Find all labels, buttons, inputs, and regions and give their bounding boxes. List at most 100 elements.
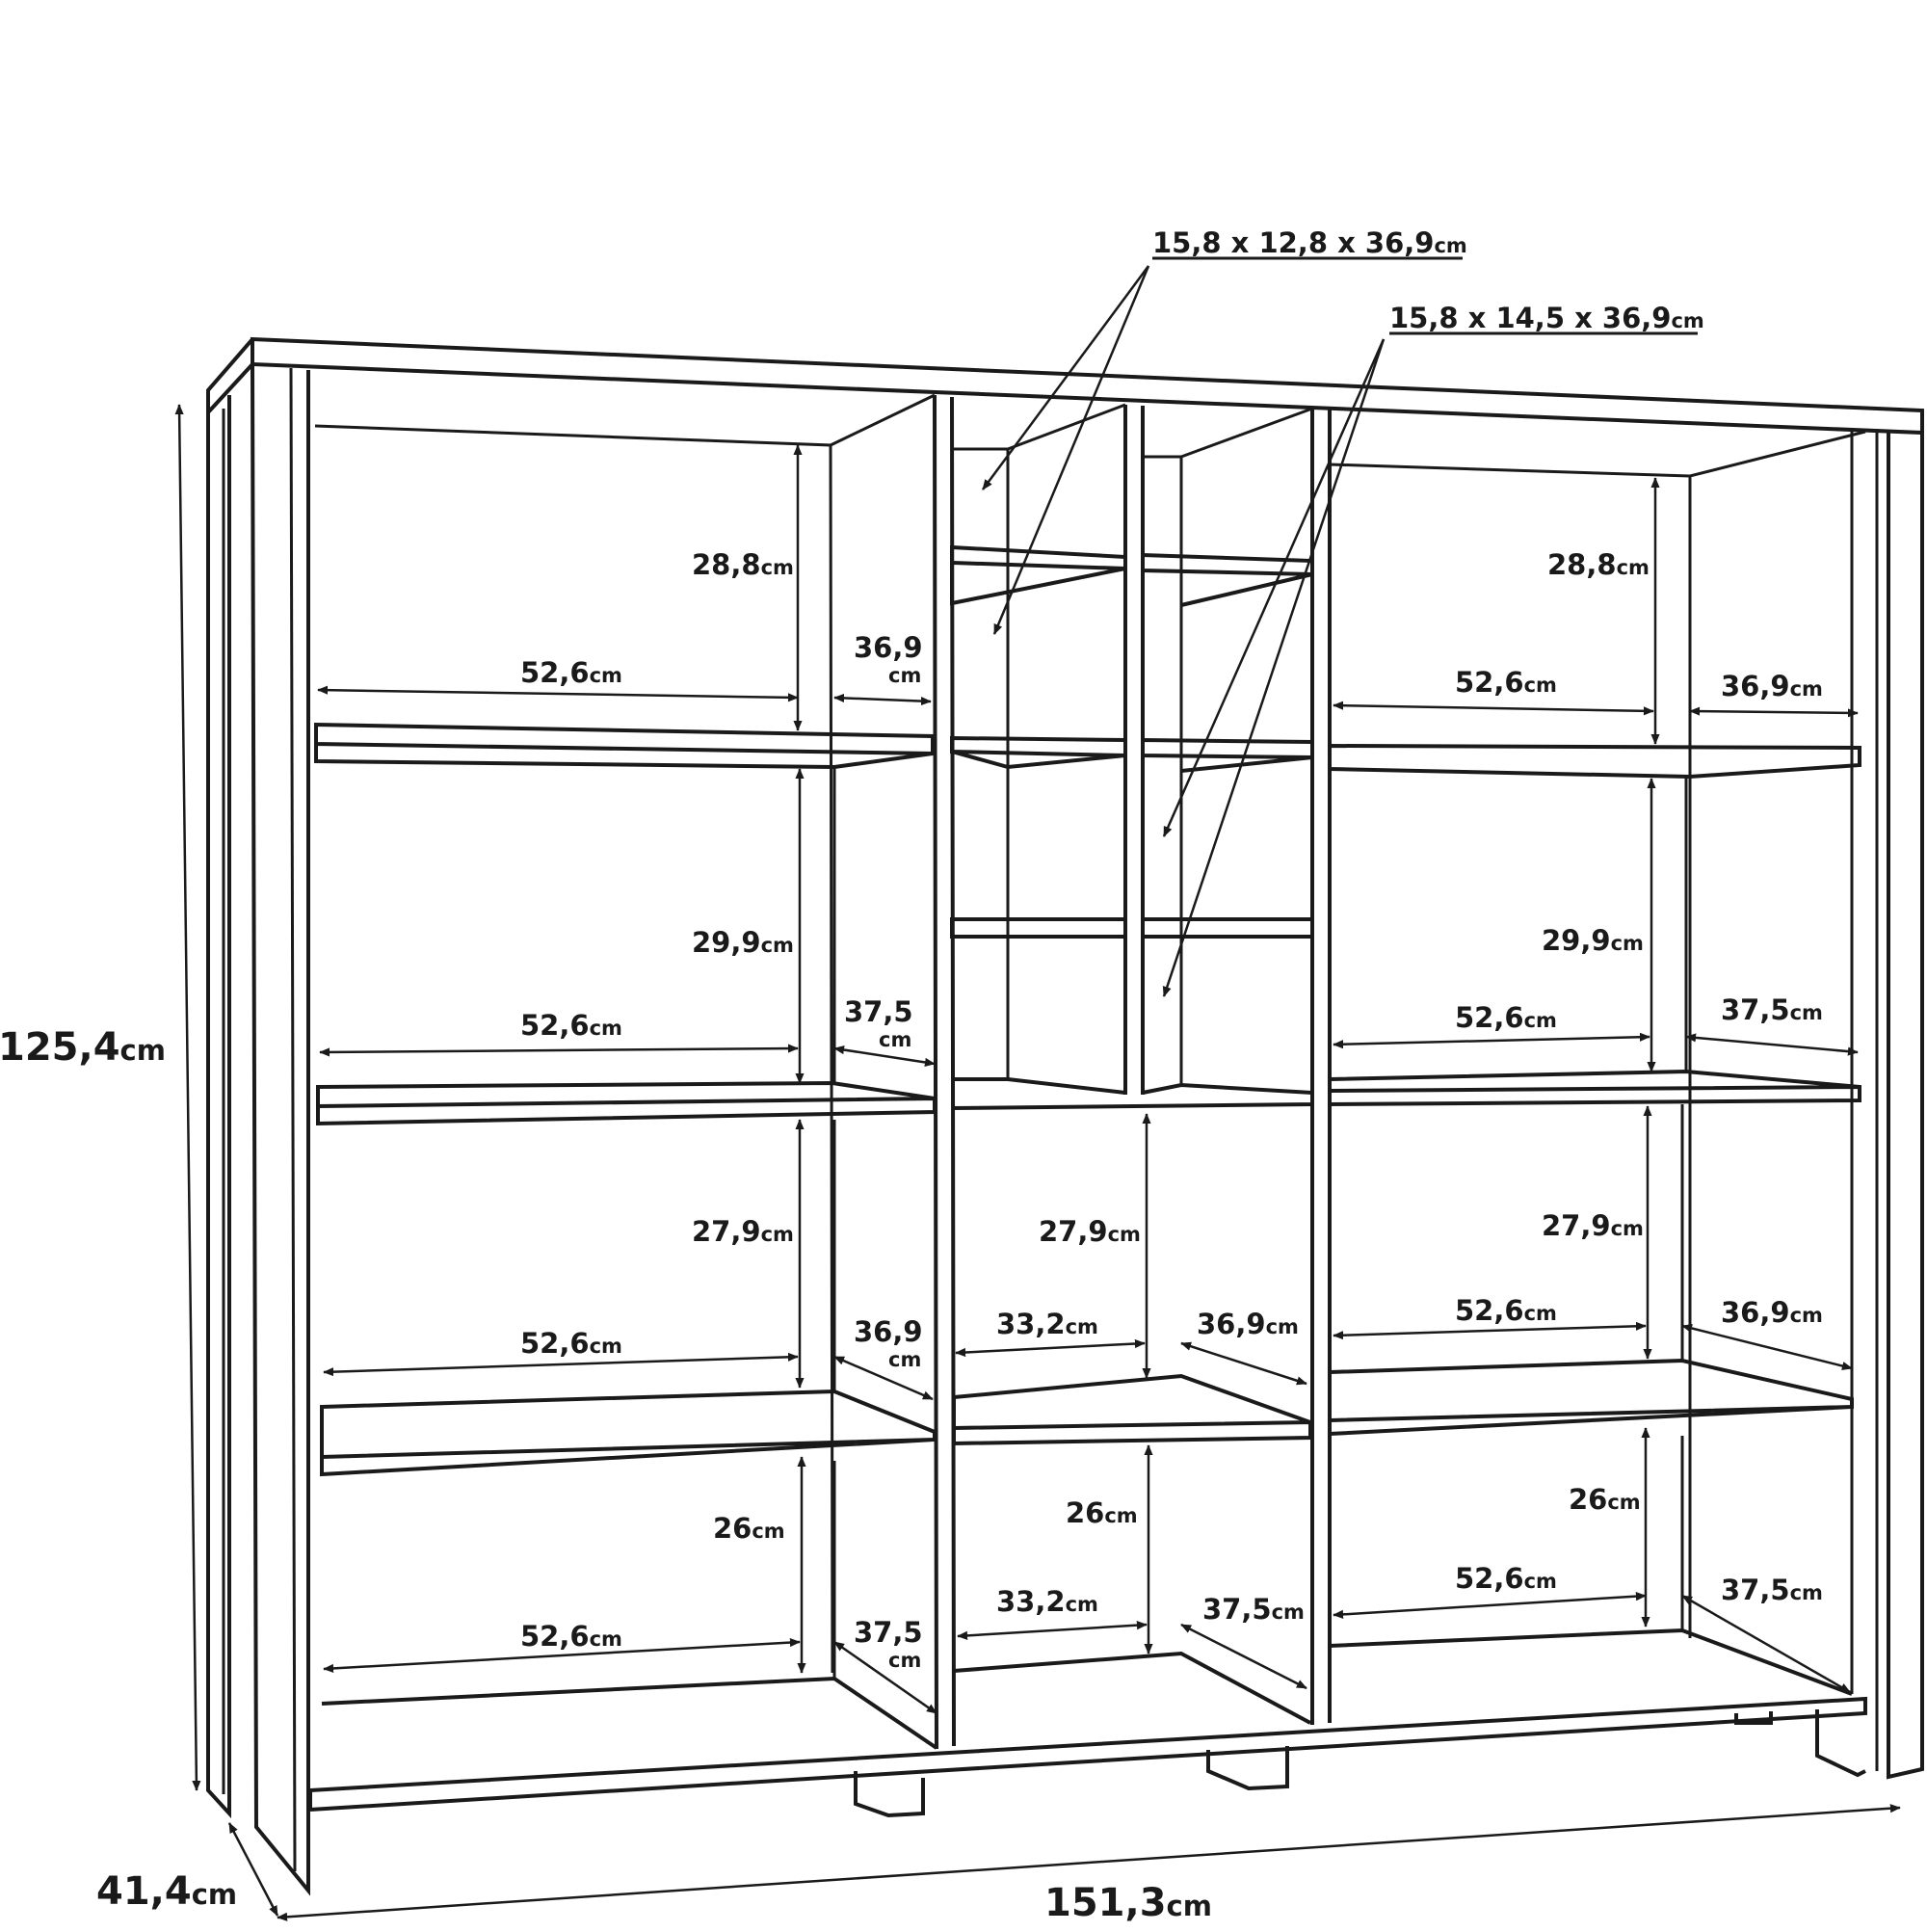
dimension-label-mc3-w: 33,2cm — [996, 1308, 1098, 1340]
shelf-mid-c — [950, 917, 1314, 939]
foot-left — [854, 1771, 925, 1818]
dimension-label-mc3-h: 27,9cm — [1039, 1215, 1141, 1248]
dimension-arrow-rt4-d — [1681, 1594, 1851, 1694]
dimension-arrow-lt4-d — [833, 1640, 937, 1715]
overall-height-label: 125,4cm — [0, 1025, 166, 1070]
dimension-arrow-rt1-d — [1689, 706, 1859, 718]
dimension-label-mc4-w: 33,2cm — [996, 1585, 1098, 1618]
dimension-arrow-lt2-w — [319, 1044, 799, 1057]
dimension-arrow-rt1-w — [1333, 701, 1654, 716]
dimension-label-lt2-h: 29,9cm — [692, 926, 794, 959]
shelf-mid-b — [950, 735, 1127, 770]
dimension-label-rt2-w: 52,6cm — [1455, 1001, 1557, 1034]
callout-2-arrow-b — [1162, 338, 1386, 997]
shelf-mid-d — [951, 1077, 1314, 1110]
left-side-panel — [206, 395, 231, 1819]
shelf-left-1 — [314, 722, 935, 770]
dimension-arrow-mc4-d — [1180, 1623, 1307, 1690]
dimension-label-mc4-h: 26cm — [1066, 1496, 1138, 1529]
compartment-dimension-lines — [317, 444, 1859, 1715]
dimension-label-lt3-h: 27,9cm — [692, 1215, 794, 1248]
shelf-right-3 — [1328, 1358, 1854, 1437]
dimension-label-rt3-w: 52,6cm — [1455, 1294, 1557, 1327]
foot-right — [1734, 1711, 1773, 1725]
dimension-label-rt2-h: 29,9cm — [1542, 924, 1644, 957]
depth-dimension-line — [227, 1822, 279, 1917]
dimension-arrow-lt1-d — [833, 693, 932, 706]
dimension-label-lt3-w: 52,6cm — [520, 1327, 622, 1360]
dimension-label-lt1-w: 52,6cm — [520, 656, 622, 689]
overall-depth-label: 41,4cm — [96, 1869, 237, 1914]
dimension-arrow-rt3-d — [1681, 1323, 1853, 1371]
divider-1-depth — [830, 393, 936, 447]
shelf-mid-e — [952, 1373, 1312, 1446]
dimension-label-rt4-d: 37,5cm — [1721, 1574, 1823, 1606]
shelf-mid-b-right — [1141, 737, 1314, 773]
dimension-label-mc3-d: 36,9cm — [1197, 1308, 1299, 1340]
height-dimension-line — [174, 404, 201, 1791]
dimension-arrow-rt3-w — [1333, 1321, 1647, 1340]
callout-1-arrow-b — [992, 265, 1150, 635]
dimension-arrow-mc3-w — [955, 1338, 1146, 1358]
cabinet-outline — [206, 336, 1924, 1896]
dimension-arrow-lt4-w — [323, 1637, 801, 1674]
overall-width-label: 151,3cm — [1044, 1881, 1212, 1925]
left-front-post-inner — [289, 367, 297, 1872]
right-front-post — [1887, 430, 1924, 1780]
shelf-right-4 — [1329, 1628, 1853, 1696]
dimension-label-rt2-d: 37,5cm — [1721, 993, 1823, 1026]
callout-1-label: 15,8 x 12,8 x 36,9cm — [1152, 226, 1467, 259]
dimension-arrow-lt3-d — [833, 1355, 934, 1401]
dimension-arrow-mc3-d — [1180, 1341, 1307, 1386]
shelf-right-2 — [1328, 1069, 1861, 1107]
shelf-right-1 — [1328, 743, 1861, 780]
shelf-left-2 — [316, 1080, 937, 1126]
dimension-label-rt4-w: 52,6cm — [1455, 1562, 1557, 1595]
callout-2-label: 15,8 x 14,5 x 36,9cm — [1389, 302, 1704, 334]
divider-2-front — [1310, 409, 1332, 1725]
middle-depth-right — [1180, 407, 1313, 459]
dimension-label-lt4-w: 52,6cm — [520, 1620, 622, 1653]
overall-dimension-lines — [174, 404, 1901, 1921]
dimension-label-lt1-h: 28,8cm — [692, 548, 794, 581]
shelf-mid-a-right — [1141, 552, 1314, 607]
divider-1-front — [933, 394, 956, 1750]
foot-middle — [1206, 1746, 1289, 1791]
dimension-label-rt1-h: 28,8cm — [1547, 548, 1650, 581]
dimension-label-rt3-d: 36,9cm — [1721, 1296, 1823, 1329]
dimension-arrow-lt2-d — [833, 1045, 936, 1067]
shelf-left-4 — [321, 1676, 938, 1750]
left-front-post — [251, 363, 310, 1896]
dimension-arrow-rt2-d — [1685, 1033, 1859, 1056]
shelf-left-3 — [320, 1389, 937, 1477]
dimension-arrow-lt3-w — [323, 1352, 799, 1377]
dimension-label-lt2-w: 52,6cm — [520, 1009, 622, 1042]
foot-right-rear — [1815, 1709, 1866, 1778]
middle-back-right — [1143, 455, 1183, 1085]
dimension-arrow-rt2-w — [1333, 1032, 1650, 1049]
dimension-label-lt4-h: 26cm — [713, 1512, 785, 1545]
dimension-label-rt4-h: 26cm — [1569, 1483, 1641, 1516]
dimension-arrow-mc4-w — [957, 1621, 1148, 1640]
dimension-arrow-lt1-w — [317, 685, 799, 702]
dimension-label-rt3-h: 27,9cm — [1542, 1209, 1644, 1242]
dimension-label-rt1-w: 52,6cm — [1455, 666, 1557, 699]
top-board-side — [206, 337, 254, 418]
dimension-arrow-rt4-w — [1333, 1592, 1647, 1619]
shelf-mid-a — [950, 544, 1127, 606]
base-plinth — [309, 1696, 1867, 1812]
middle-divider — [1123, 405, 1145, 1095]
dimension-label-rt1-d: 36,9cm — [1721, 670, 1823, 702]
callout-lines — [981, 256, 1698, 997]
right-column-back — [1329, 430, 1866, 1638]
callout-1-arrow-a — [981, 265, 1150, 490]
middle-depth-left — [1007, 403, 1126, 451]
callout-2-arrow-a — [1162, 338, 1386, 837]
